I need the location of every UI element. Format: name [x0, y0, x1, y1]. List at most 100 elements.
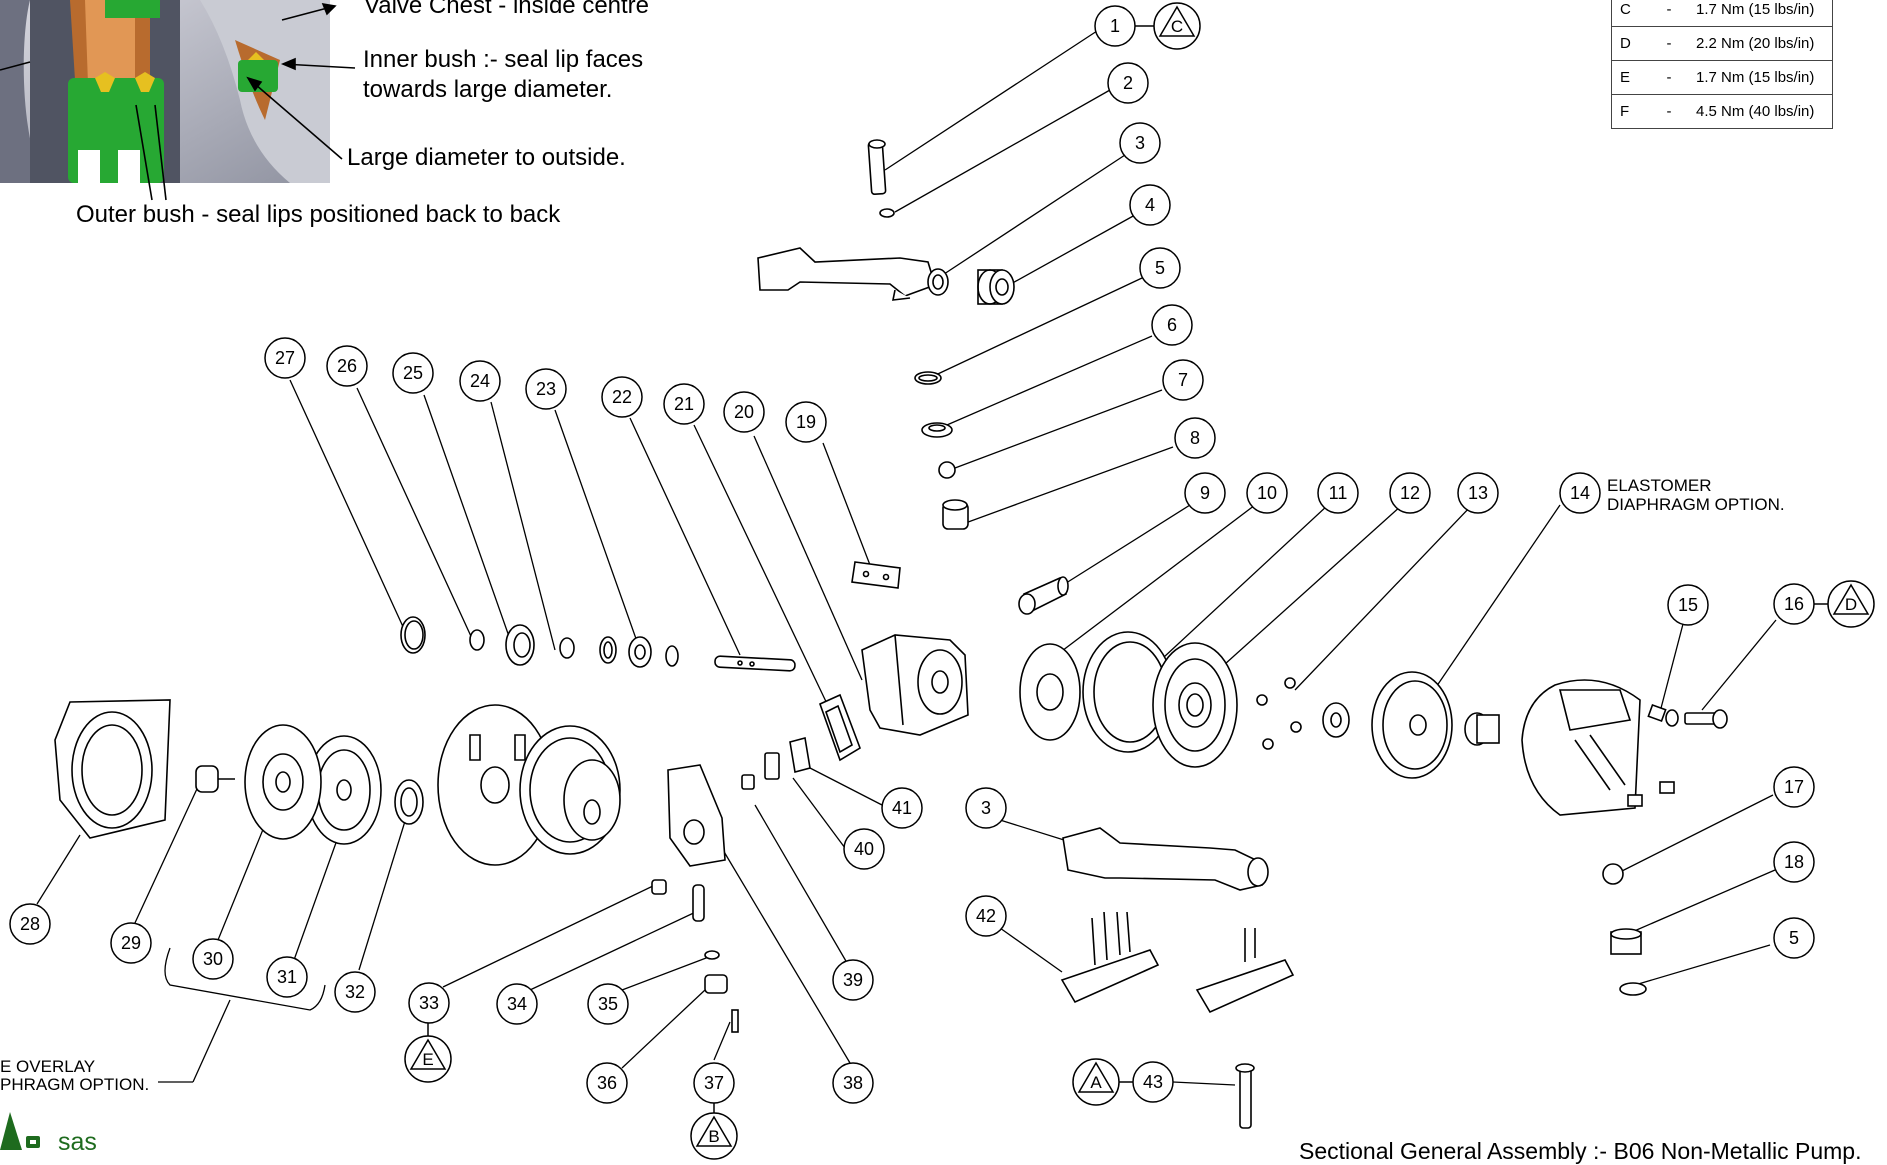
part-callout: 3: [965, 787, 1007, 829]
part-callout: 39: [832, 959, 874, 1001]
part-callout: 17: [1773, 766, 1815, 808]
part-callout: 29: [110, 922, 152, 964]
part-callout-number: 27: [275, 348, 295, 368]
torque-value: 1.7 Nm (15 lbs/in): [1688, 60, 1833, 95]
part-callout: 32: [334, 971, 376, 1013]
part-gasket-10: [1019, 643, 1081, 741]
part-callout: 42: [965, 895, 1007, 937]
note-inner-bush-line1: Inner bush :- seal lip faces: [363, 46, 644, 73]
part-bolt-16: [1665, 709, 1728, 729]
part-callout-number: 30: [203, 949, 223, 969]
part-callout: 36: [586, 1062, 628, 1104]
part-callout-number: 2: [1123, 73, 1133, 93]
torque-badge-d: [1827, 580, 1875, 628]
torque-value: 1.7 Nm (15 lbs/in): [1688, 0, 1833, 27]
overlay-option-line2: PHRAGM OPTION.: [0, 1075, 150, 1094]
part-callout: 37: [693, 1062, 735, 1104]
company-logo-mark: [0, 1112, 40, 1150]
part-callout: 23: [525, 368, 567, 410]
part-callout-number: 32: [345, 982, 365, 1002]
torque-dash: -: [1650, 60, 1688, 95]
part-callout: 22: [601, 376, 643, 418]
torque-badge-e: [404, 1035, 452, 1083]
part-callout-number: 11: [1329, 483, 1348, 503]
note-valve-chest: Valve Chest - inside centre: [364, 0, 650, 19]
part-callout-number: 23: [536, 379, 556, 399]
part-callout: 16: [1773, 583, 1815, 625]
part-center-cap: [1464, 712, 1500, 746]
part-washer-2: [879, 208, 895, 218]
part-callout-number: 4: [1145, 195, 1155, 215]
torque-row: F-4.5 Nm (40 lbs/in): [1611, 94, 1833, 129]
torque-key: D: [1611, 26, 1650, 61]
torque-marker-letter: B: [708, 1127, 719, 1146]
part-callout-number: 3: [981, 798, 991, 818]
part-callout: 33: [408, 982, 450, 1024]
part-washer-13: [1322, 702, 1350, 738]
part-callout: 9: [1184, 472, 1226, 514]
part-foot-42-left: [1060, 911, 1160, 1004]
torque-dash: -: [1650, 26, 1688, 61]
torque-value: 2.2 Nm (20 lbs/in): [1688, 26, 1833, 61]
part-callout-number: 25: [403, 363, 423, 383]
part-callout: 30: [192, 938, 234, 980]
note-outer-bush: Outer bush - seal lips positioned back t…: [76, 201, 561, 228]
torque-key: F: [1611, 94, 1650, 129]
part-callout-number: 5: [1789, 928, 1799, 948]
part-disc-left: [563, 759, 621, 841]
torque-marker-letter: E: [422, 1050, 433, 1069]
part-callout-number: 21: [674, 394, 694, 414]
part-callout: 40: [843, 828, 885, 870]
part-callout: 24: [459, 360, 501, 402]
torque-row: D-2.2 Nm (20 lbs/in): [1611, 26, 1833, 61]
part-callout: 20: [723, 391, 765, 433]
part-callout-number: 29: [121, 933, 141, 953]
part-left-housing: [437, 704, 553, 866]
part-callout-number: 3: [1135, 133, 1145, 153]
part-callout: 11: [1317, 472, 1359, 514]
part-callout: 5: [1773, 917, 1815, 959]
part-callout-number: 15: [1678, 595, 1698, 615]
part-callout: 7: [1162, 359, 1204, 401]
part-stud-29: [195, 765, 235, 793]
part-foot-42-right: [1195, 928, 1295, 1014]
part-callout-number: 34: [507, 994, 527, 1014]
part-small-39-41: [741, 737, 811, 790]
part-callout-number: 10: [1257, 483, 1277, 503]
part-callout: 38: [832, 1062, 874, 1104]
torque-value: 4.5 Nm (40 lbs/in): [1688, 94, 1833, 129]
torque-badge-b: [690, 1112, 738, 1160]
torque-key: E: [1611, 60, 1650, 95]
part-callout: 25: [392, 352, 434, 394]
torque-badge-a: [1072, 1058, 1120, 1106]
part-callout-number: 7: [1178, 370, 1188, 390]
part-right-housing: [1521, 679, 1641, 816]
part-callout-number: 42: [976, 906, 996, 926]
part-fasteners-33-37: [651, 879, 739, 1033]
part-callout-number: 40: [854, 839, 874, 859]
part-plate-12: [1152, 642, 1238, 768]
part-callout-number: 26: [337, 356, 357, 376]
part-callout-number: 38: [843, 1073, 863, 1093]
torque-dash: -: [1650, 94, 1688, 129]
part-callout-number: 13: [1468, 483, 1488, 503]
part-callout-number: 18: [1784, 852, 1804, 872]
part-callout-number: 20: [734, 402, 754, 422]
part-callout-number: 6: [1167, 315, 1177, 335]
note-large-diameter: Large diameter to outside.: [347, 144, 626, 171]
torque-badge-c: [1153, 2, 1201, 50]
part-end-cover-28: [54, 699, 171, 839]
elastomer-option-line2: DIAPHRAGM OPTION.: [1607, 495, 1785, 514]
part-callout-number: 9: [1200, 483, 1210, 503]
part-seat-6: [921, 422, 953, 438]
note-inner-bush-line2: towards large diameter.: [363, 76, 613, 103]
part-cap-4: [977, 269, 1015, 305]
part-callout: 43: [1132, 1061, 1174, 1103]
part-callout: 12: [1389, 472, 1431, 514]
part-nut-15: [1647, 703, 1667, 723]
torque-key: C: [1611, 0, 1650, 27]
part-callout-number: 24: [470, 371, 490, 391]
part-callout: 10: [1246, 472, 1288, 514]
torque-marker-letter: D: [1845, 595, 1857, 614]
